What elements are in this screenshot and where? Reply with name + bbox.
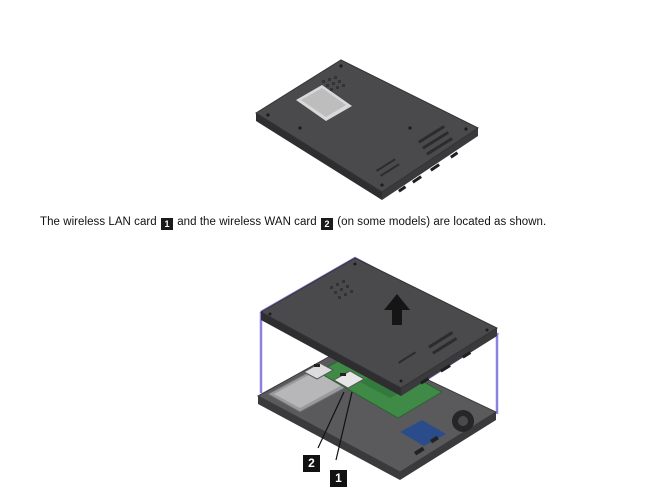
base-cover-removal-illustration	[256, 256, 500, 480]
caption-part-2: and the wireless WAN card	[177, 216, 317, 228]
callout-wwan-card: 2	[303, 455, 320, 472]
instruction-caption: The wireless LAN card 1 and the wireless…	[40, 216, 660, 230]
badge-wlan-callout: 1	[160, 218, 173, 230]
caption-part-1: The wireless LAN card	[40, 216, 157, 228]
up-arrow-icon	[384, 294, 410, 325]
laptop-bottom-view	[255, 59, 479, 200]
badge-wwan-callout: 2	[321, 218, 333, 230]
caption-part-3: (on some models) are located as shown.	[337, 216, 547, 228]
callout-wlan-card: 1	[330, 470, 347, 487]
